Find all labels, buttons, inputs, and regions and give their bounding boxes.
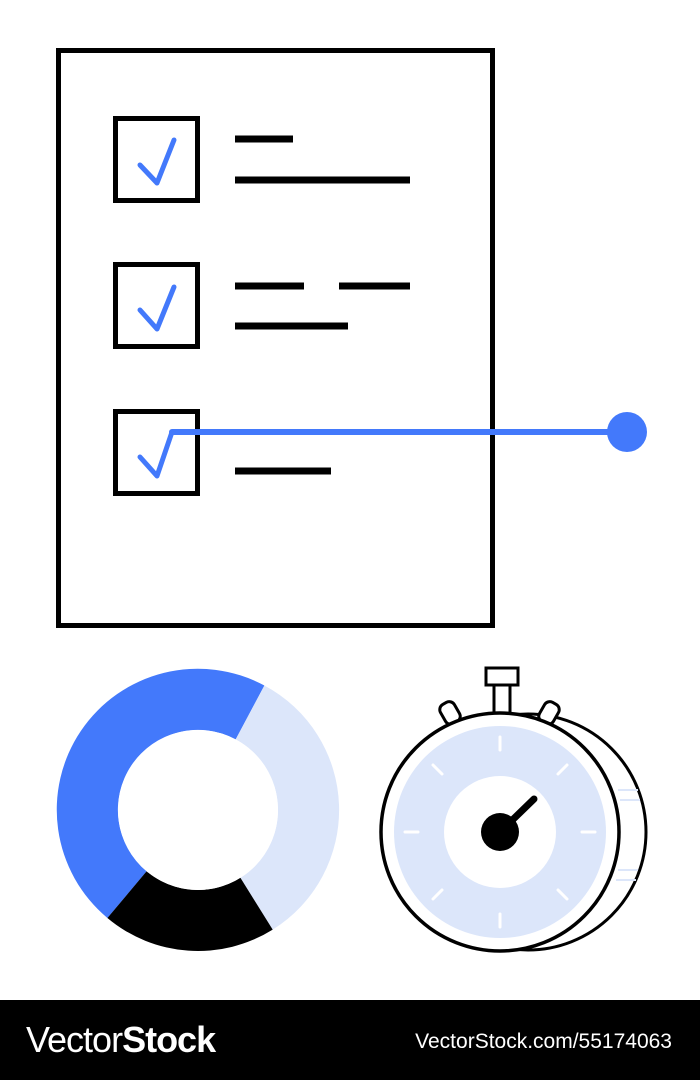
crown-top <box>484 666 520 687</box>
checklist-item-2[interactable] <box>113 262 411 349</box>
donut-chart <box>56 668 340 951</box>
checkmark-icon <box>137 284 177 332</box>
brand-logo: VectorStock <box>26 1018 216 1062</box>
checkbox-1[interactable] <box>113 116 200 203</box>
watermark-footer: VectorStock VectorStock.com/55174063 <box>0 1000 700 1080</box>
checkmark-icon <box>137 137 177 186</box>
connector-dot <box>607 412 647 452</box>
donut-segment-blue <box>56 668 265 918</box>
illustration <box>56 48 648 953</box>
stopwatch-icon <box>379 666 648 953</box>
checkbox-3[interactable] <box>113 409 200 496</box>
stock-id: VectorStock.com/55174063 <box>415 1030 672 1053</box>
donut-hole <box>118 730 278 890</box>
checkmark-icon <box>137 429 175 479</box>
checkbox-2[interactable] <box>113 262 200 349</box>
brand-logo-part-1: Vector <box>26 1019 123 1060</box>
checklist-document <box>56 48 647 628</box>
document-frame <box>56 48 495 628</box>
connector-pointer <box>169 412 647 452</box>
donut-segment-light <box>235 685 340 930</box>
stopwatch-hub <box>481 813 519 851</box>
donut-segment-black <box>107 871 273 951</box>
stopwatch-rim-texture <box>616 789 640 881</box>
stopwatch-ticks <box>403 735 597 929</box>
crown-stem <box>492 682 512 716</box>
checklist-item-3[interactable] <box>113 409 332 496</box>
checklist-item-1[interactable] <box>113 116 411 203</box>
brand-logo-part-2: Stock <box>122 1019 216 1060</box>
